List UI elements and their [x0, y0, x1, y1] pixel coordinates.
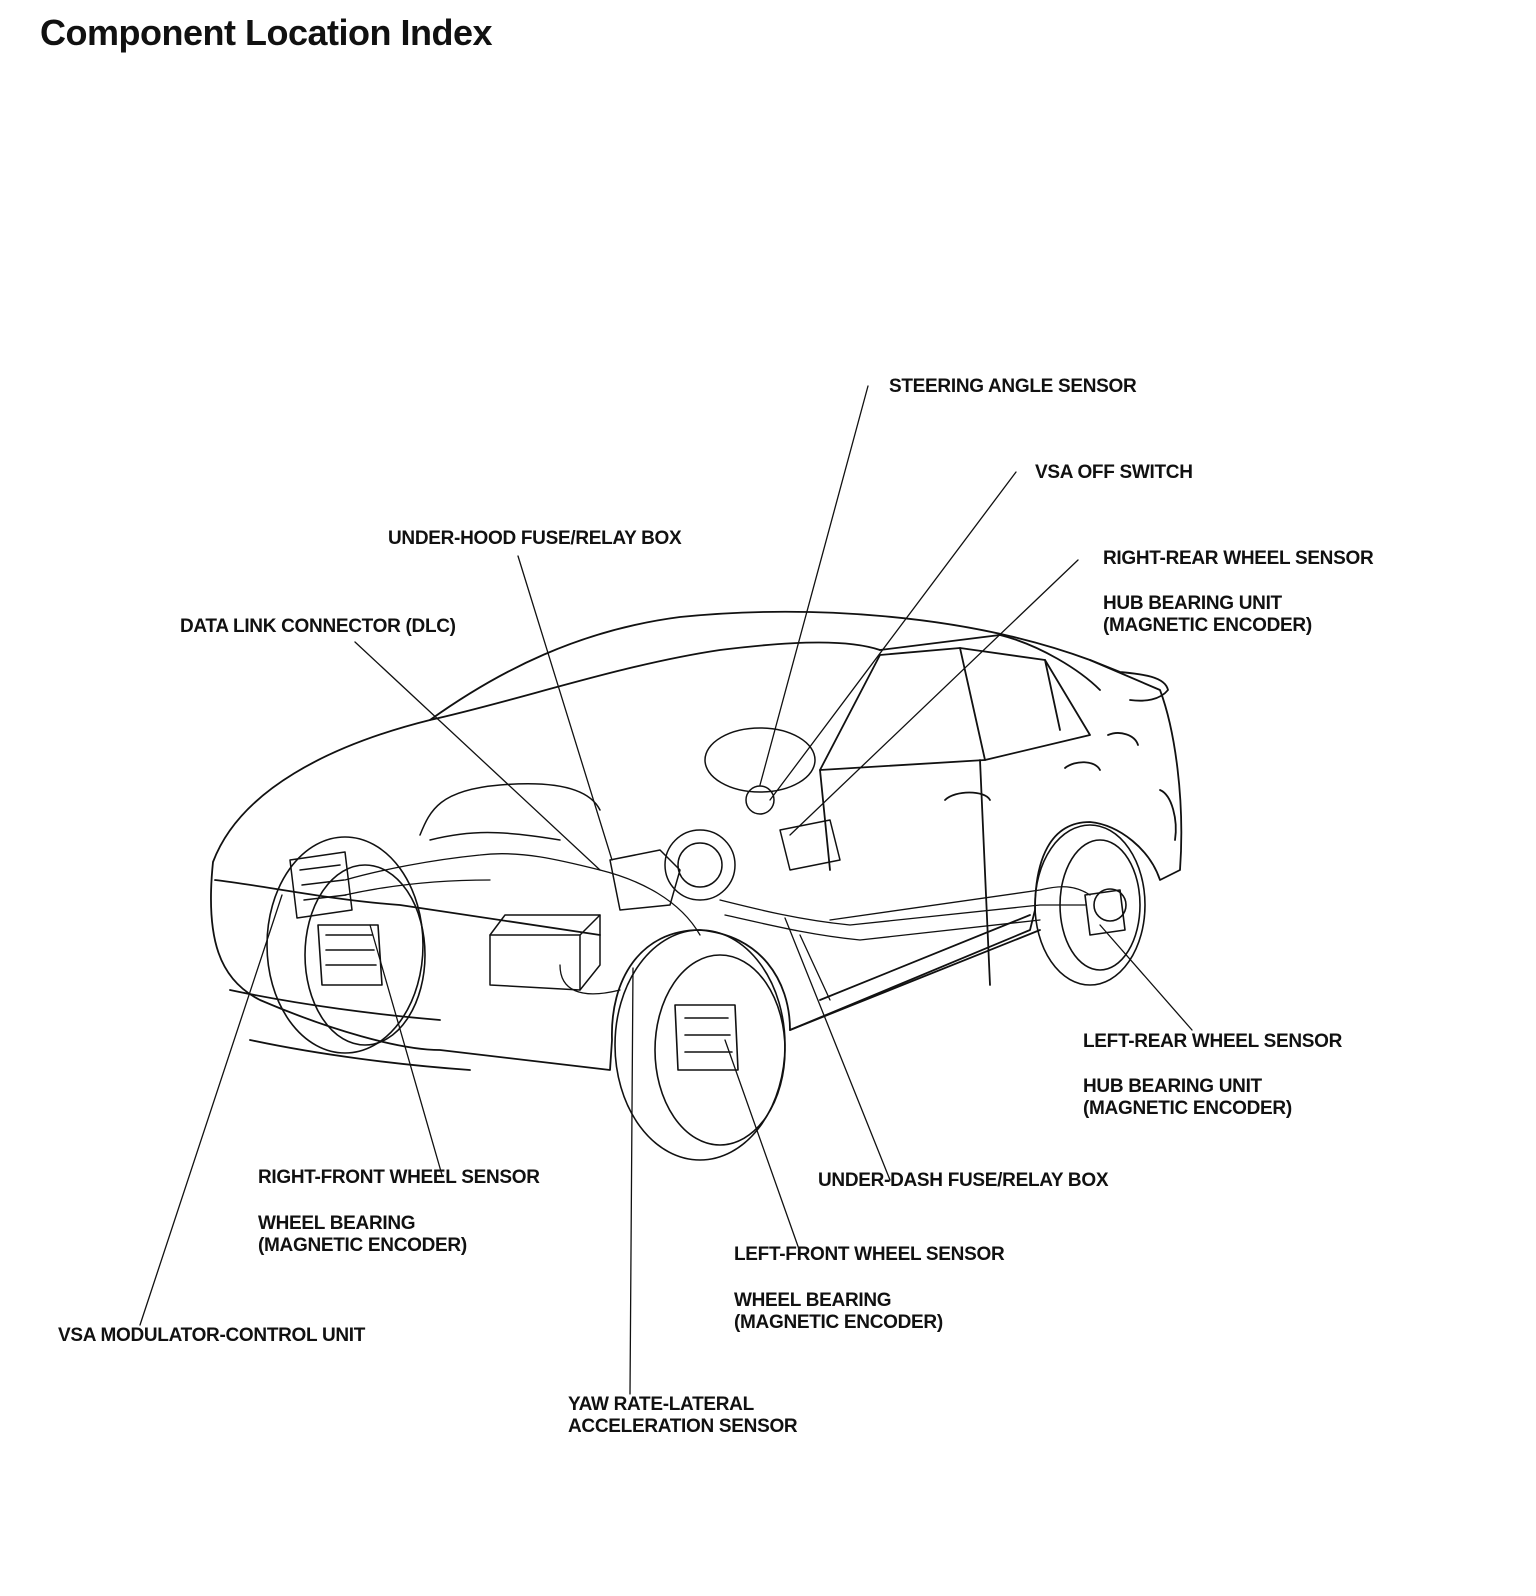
label-vsa-off-switch: VSA OFF SWITCH	[1035, 462, 1193, 483]
engine-bay	[289, 727, 841, 991]
label-right-rear-wheel-sensor: RIGHT-REAR WHEEL SENSOR	[1103, 548, 1374, 569]
leader-right-front-wheel-sensor	[369, 924, 443, 1176]
label-under-dash-fuse-relay-box: UNDER-DASH FUSE/RELAY BOX	[818, 1170, 1109, 1191]
leader-vsa-modulator-control-unit	[139, 894, 283, 1326]
leader-yaw-rate-sensor	[629, 967, 634, 1395]
leader-left-front-wheel-sensor	[724, 1039, 801, 1253]
leader-lines	[139, 385, 1193, 1395]
label-left-front-wheel-bearing: WHEEL BEARING (MAGNETIC ENCODER)	[734, 1290, 943, 1333]
brake-lines	[344, 853, 1091, 1001]
label-yaw-rate-sensor: YAW RATE-LATERAL ACCELERATION SENSOR	[568, 1394, 798, 1437]
right-front-wheel	[266, 836, 424, 1054]
label-left-front-wheel-sensor: LEFT-FRONT WHEEL SENSOR	[734, 1244, 1005, 1265]
leader-left-rear-wheel-sensor	[1099, 924, 1193, 1031]
page-title: Component Location Index	[40, 12, 493, 53]
leader-steering-angle-sensor	[759, 385, 869, 786]
brake-calipers	[317, 889, 1126, 1071]
leader-under-hood-fuse-relay-box	[517, 555, 613, 861]
label-right-front-wheel-bearing: WHEEL BEARING (MAGNETIC ENCODER)	[258, 1213, 467, 1256]
label-data-link-connector: DATA LINK CONNECTOR (DLC)	[180, 616, 456, 637]
leader-vsa-off-switch	[769, 471, 1017, 801]
label-right-rear-hub-bearing: HUB BEARING UNIT (MAGNETIC ENCODER)	[1103, 593, 1312, 636]
leader-data-link-connector	[354, 641, 601, 871]
label-left-rear-hub-bearing: HUB BEARING UNIT (MAGNETIC ENCODER)	[1083, 1076, 1292, 1119]
leader-right-rear-wheel-sensor	[789, 559, 1079, 836]
wheels	[266, 824, 1146, 1161]
leader-under-dash-fuse-relay-box	[784, 917, 891, 1181]
car-body-outline	[210, 610, 1183, 1071]
label-right-front-wheel-sensor: RIGHT-FRONT WHEEL SENSOR	[258, 1167, 540, 1188]
label-left-rear-wheel-sensor: LEFT-REAR WHEEL SENSOR	[1083, 1031, 1343, 1052]
label-under-hood-fuse-relay-box: UNDER-HOOD FUSE/RELAY BOX	[388, 528, 682, 549]
label-vsa-modulator-control-unit: VSA MODULATOR-CONTROL UNIT	[58, 1325, 366, 1346]
label-steering-angle-sensor: STEERING ANGLE SENSOR	[889, 376, 1137, 397]
